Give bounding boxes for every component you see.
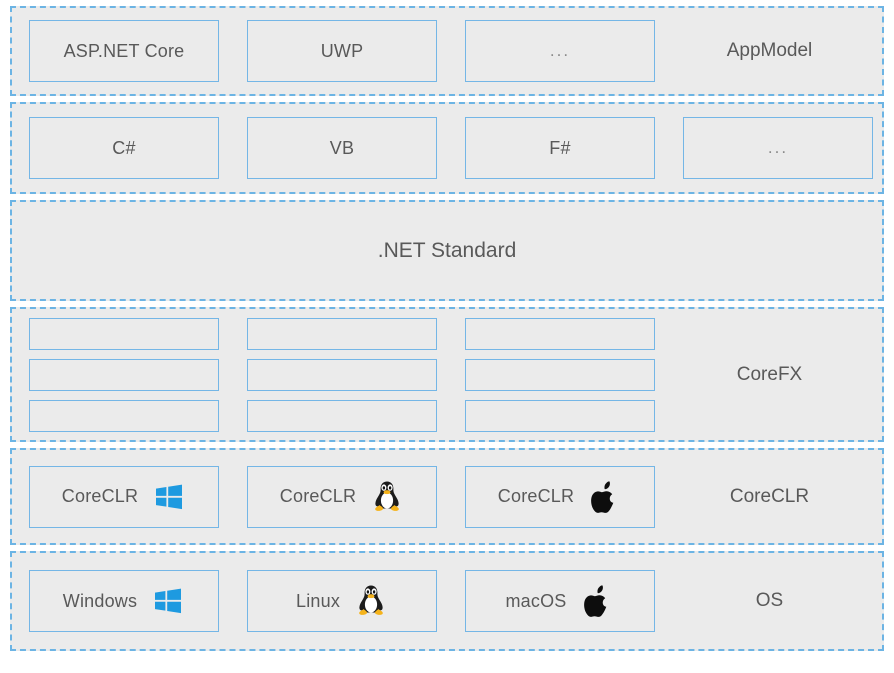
linux-penguin-icon: [370, 480, 404, 514]
os-linux-label: Linux: [295, 590, 341, 611]
layer-label-appmodel: AppModel: [726, 40, 813, 61]
corefx-box-grid: [29, 317, 655, 432]
appmodel-box-more[interactable]: ...: [465, 20, 655, 82]
coreclr-macos-label: CoreCLR: [497, 486, 575, 506]
coreclr-box-windows[interactable]: CoreCLR: [29, 465, 219, 528]
layer-corefx: CoreFX: [10, 307, 884, 442]
corefx-box[interactable]: [465, 317, 655, 350]
coreclr-windows-label: CoreCLR: [61, 486, 139, 506]
corefx-box[interactable]: [465, 358, 655, 391]
os-windows-label: Windows: [62, 590, 138, 611]
coreclr-box-macos[interactable]: CoreCLR: [465, 465, 655, 528]
layer-languages: C# VB F# ...: [10, 102, 884, 194]
apple-logo-icon: [588, 480, 622, 514]
windows-logo-icon: [151, 584, 185, 618]
corefx-box[interactable]: [29, 399, 219, 432]
language-box-csharp[interactable]: C#: [29, 117, 219, 179]
layer-coreclr: CoreCLR CoreCLR: [10, 448, 884, 545]
os-macos-label: macOS: [505, 590, 567, 611]
layer-label-os: OS: [755, 590, 784, 611]
os-box-row: Windows Linux: [29, 570, 655, 632]
net-standard-label: .NET Standard: [377, 238, 517, 262]
coreclr-linux-label: CoreCLR: [279, 486, 357, 506]
language-box-more[interactable]: ...: [683, 117, 873, 179]
language-box-fsharp[interactable]: F#: [465, 117, 655, 179]
coreclr-box-linux[interactable]: CoreCLR: [247, 465, 437, 528]
corefx-box[interactable]: [29, 358, 219, 391]
coreclr-box-row: CoreCLR CoreCLR: [29, 465, 655, 528]
appmodel-box-asp-net-core[interactable]: ASP.NET Core: [29, 20, 219, 82]
corefx-box[interactable]: [247, 399, 437, 432]
apple-logo-icon: [581, 584, 615, 618]
os-box-windows[interactable]: Windows: [29, 570, 219, 632]
appmodel-box-uwp[interactable]: UWP: [247, 20, 437, 82]
corefx-box[interactable]: [465, 399, 655, 432]
corefx-box[interactable]: [29, 317, 219, 350]
appmodel-box-row: ASP.NET Core UWP ...: [29, 20, 655, 82]
language-box-vb[interactable]: VB: [247, 117, 437, 179]
layer-label-corefx: CoreFX: [736, 363, 803, 385]
layer-net-standard: .NET Standard: [10, 200, 884, 301]
layer-os: Windows Linux: [10, 551, 884, 651]
os-box-linux[interactable]: Linux: [247, 570, 437, 632]
corefx-box[interactable]: [247, 317, 437, 350]
layer-appmodel: ASP.NET Core UWP ... AppModel: [10, 6, 884, 96]
corefx-box[interactable]: [247, 358, 437, 391]
languages-box-row: C# VB F# ...: [29, 117, 873, 179]
os-box-macos[interactable]: macOS: [465, 570, 655, 632]
windows-logo-icon: [152, 480, 186, 514]
linux-penguin-icon: [354, 584, 388, 618]
layer-label-coreclr: CoreCLR: [729, 485, 810, 507]
